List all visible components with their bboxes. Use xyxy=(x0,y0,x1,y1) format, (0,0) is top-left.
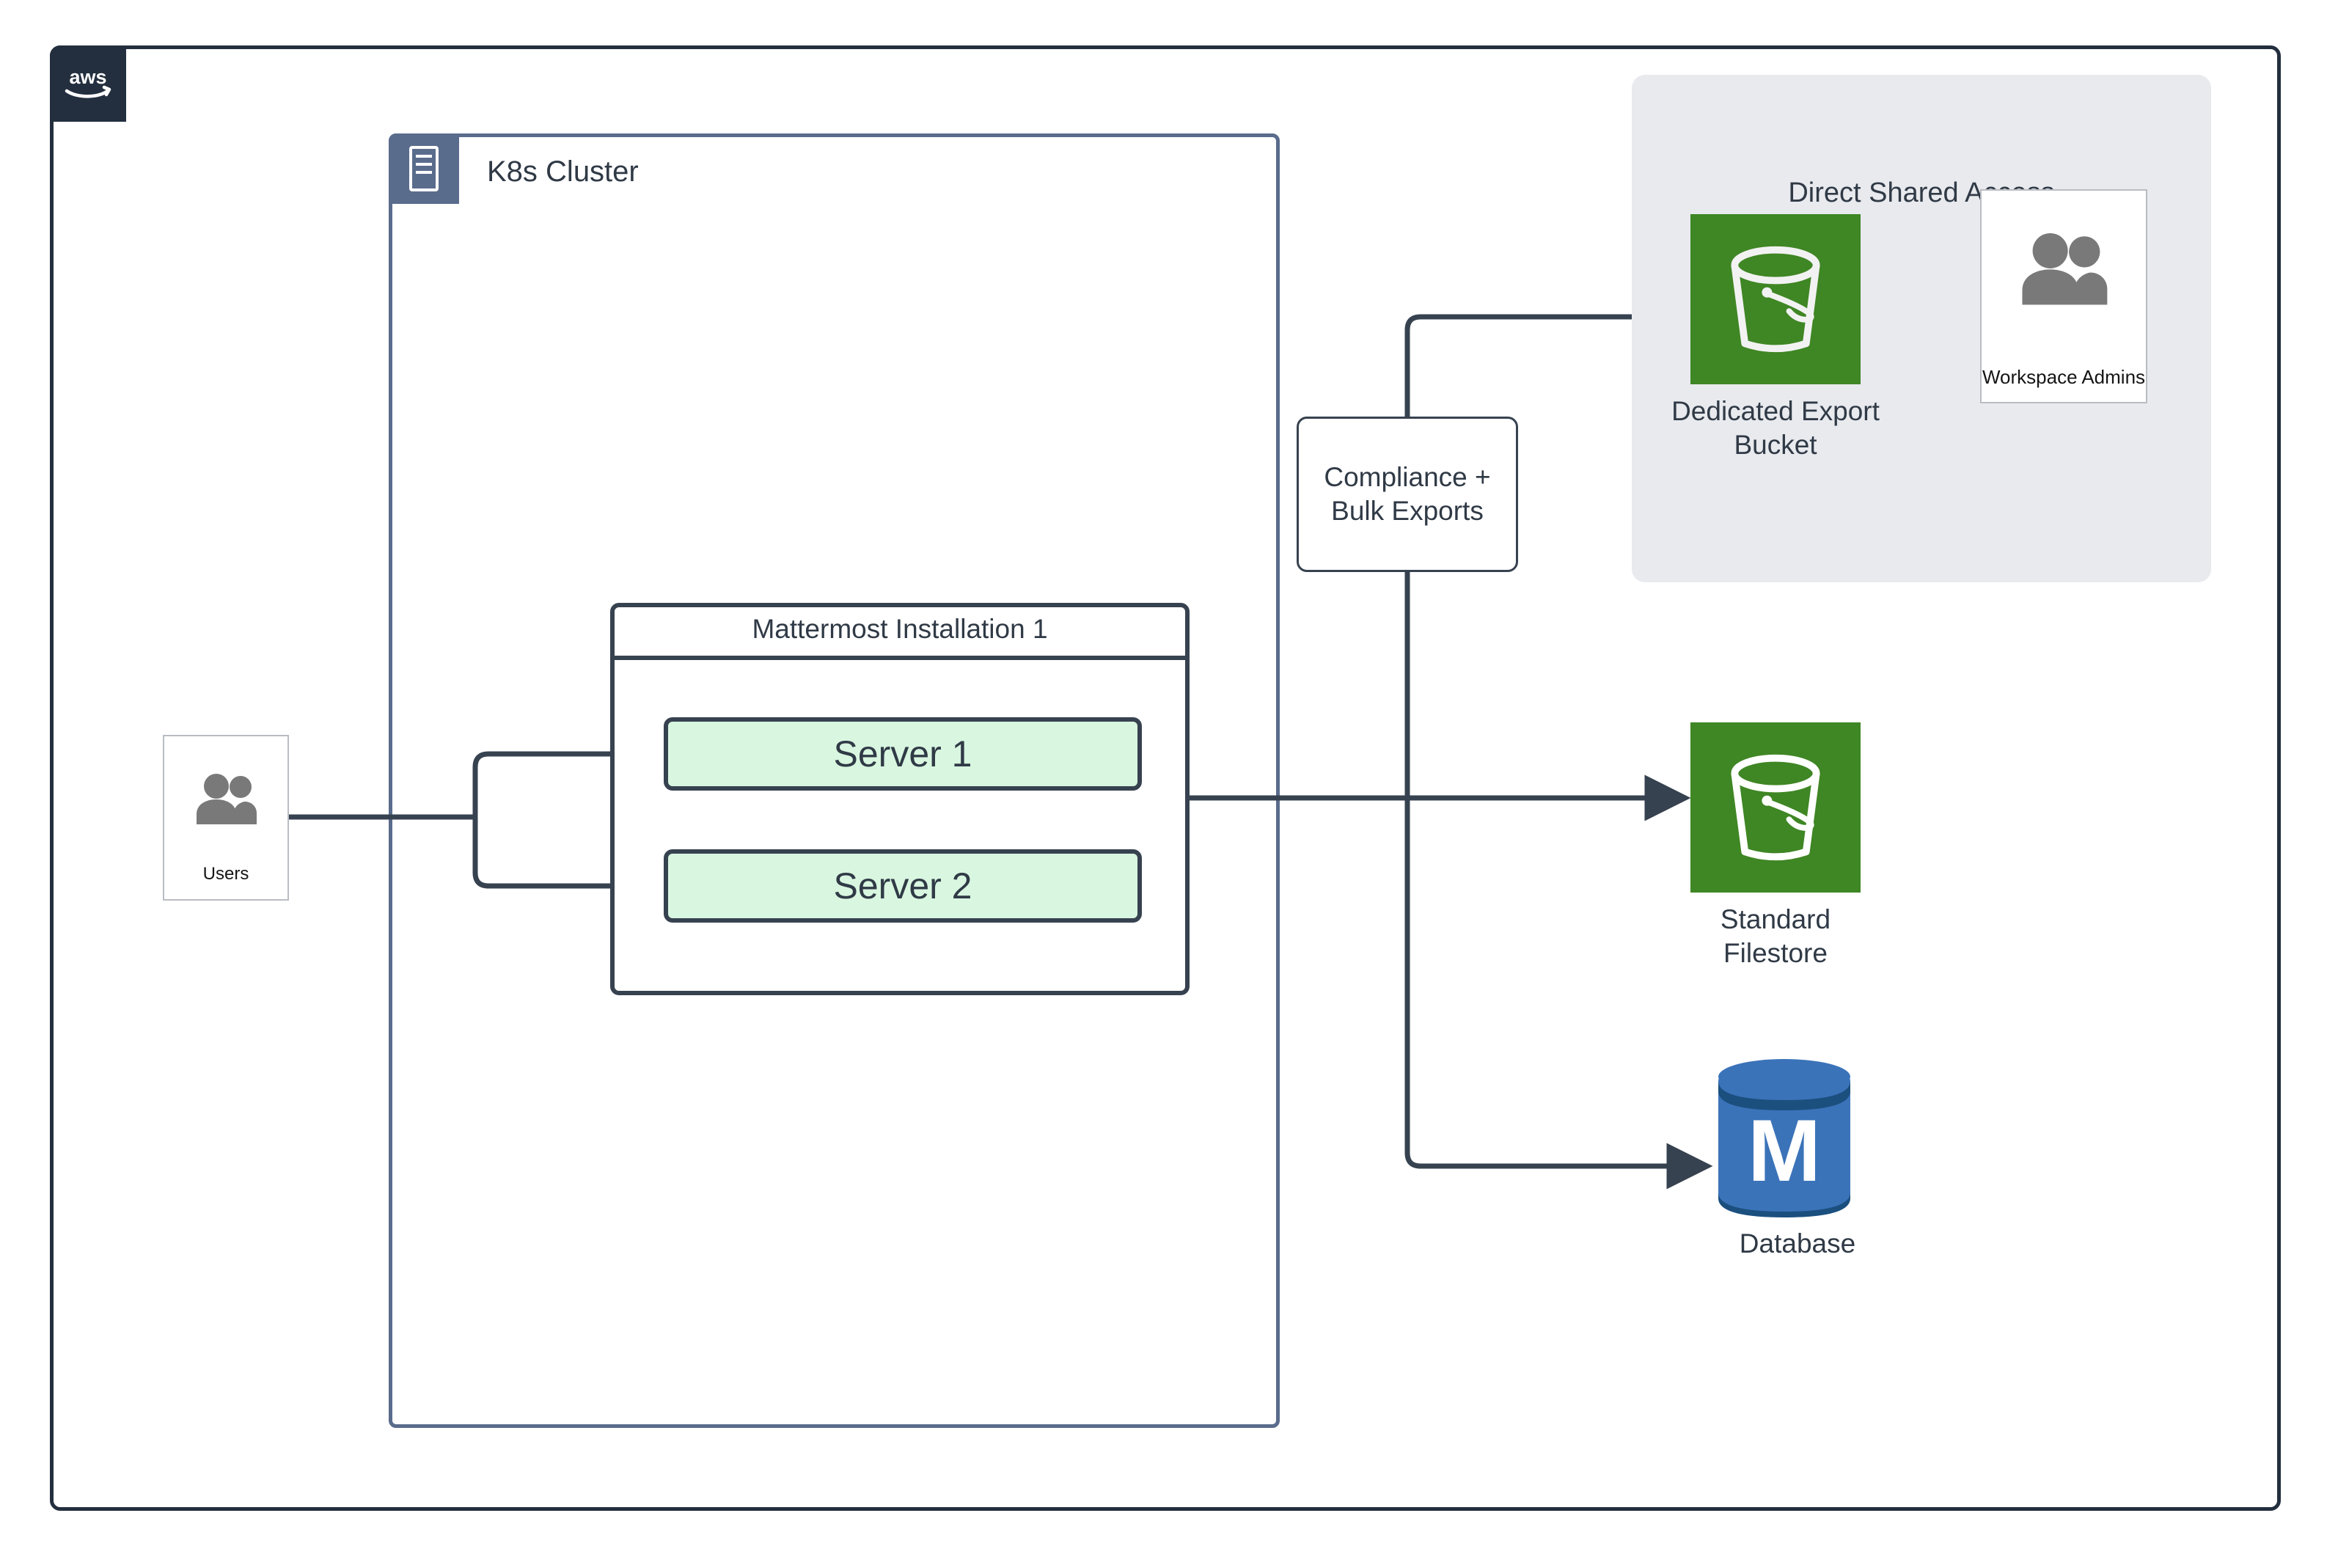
workspace-admins-label: Workspace Admins xyxy=(1982,366,2146,389)
k8s-cluster-badge xyxy=(389,133,459,204)
mattermost-installation-boundary xyxy=(610,603,1190,995)
database-glyph: M xyxy=(1748,1102,1821,1200)
server-1-label: Server 1 xyxy=(834,733,972,775)
standard-filestore-node[interactable]: Standard Filestore xyxy=(1690,722,1886,971)
users-label: Users xyxy=(164,864,287,884)
database-label: Database xyxy=(1702,1227,1893,1261)
server-node-1[interactable]: Server 1 xyxy=(664,717,1142,791)
k8s-cluster-title: K8s Cluster xyxy=(487,155,639,188)
dedicated-export-bucket-label: Dedicated Export Bucket xyxy=(1665,395,1886,463)
users-node[interactable]: Users xyxy=(163,735,289,901)
compliance-line-1: Compliance + xyxy=(1324,461,1490,494)
dedicated-export-bucket-node[interactable]: Dedicated Export Bucket xyxy=(1690,214,1886,463)
aws-logo-icon: aws xyxy=(62,66,114,101)
compliance-bulk-exports-node[interactable]: Compliance + Bulk Exports xyxy=(1297,417,1518,572)
mattermost-database-icon: M xyxy=(1712,1211,1856,1223)
server-rack-icon xyxy=(407,144,441,193)
server-node-2[interactable]: Server 2 xyxy=(664,849,1142,923)
mattermost-installation-title: Mattermost Installation 1 xyxy=(610,603,1190,660)
users-group-icon xyxy=(192,772,260,829)
svg-text:aws: aws xyxy=(69,66,106,88)
aws-logo-badge: aws xyxy=(50,45,126,122)
standard-filestore-label: Standard Filestore xyxy=(1665,903,1886,971)
database-node[interactable]: M Database xyxy=(1712,1058,1893,1261)
workspace-admins-node[interactable]: Workspace Admins xyxy=(1980,189,2147,403)
compliance-line-2: Bulk Exports xyxy=(1331,494,1484,528)
s3-bucket-icon xyxy=(1690,214,1861,384)
server-2-label: Server 2 xyxy=(834,865,972,907)
users-group-icon xyxy=(2016,229,2111,312)
s3-bucket-icon xyxy=(1690,722,1861,893)
